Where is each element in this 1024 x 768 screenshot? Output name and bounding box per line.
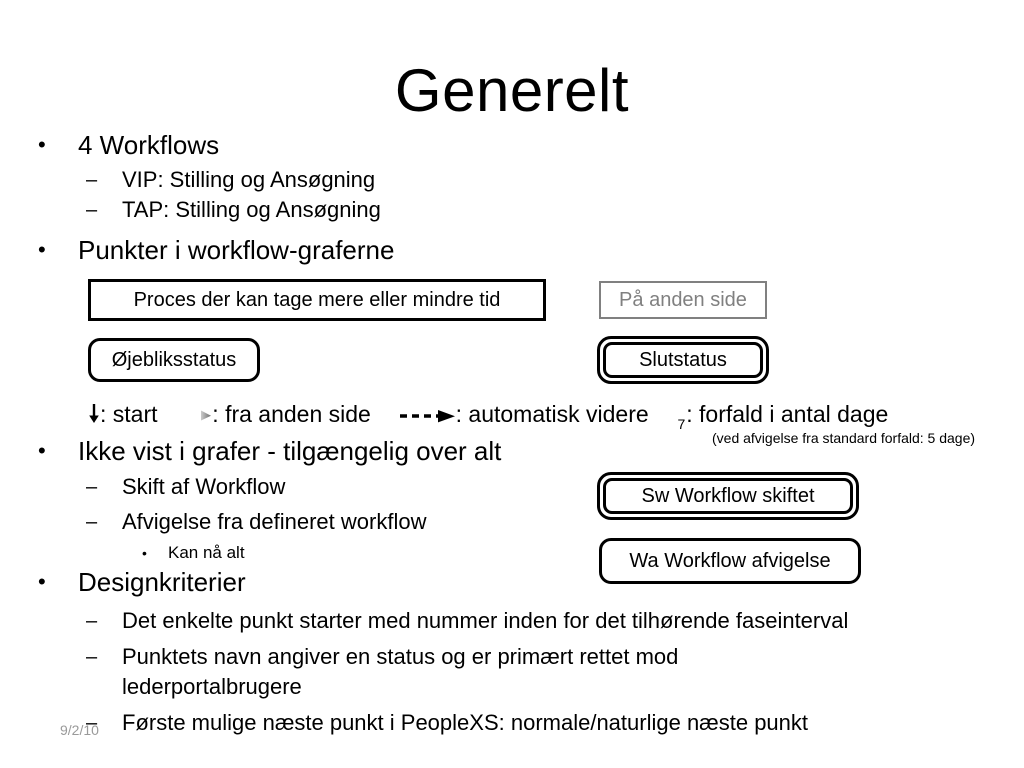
shape-inner-border: Slutstatus — [603, 342, 763, 378]
list-item: – TAP: Stilling og Ansøgning — [0, 195, 381, 225]
bullet-marker: • — [142, 545, 147, 561]
legend-row: : start : fra anden side — [88, 399, 888, 439]
bullet-text: 4 Workflows — [78, 130, 220, 160]
bullet-text: Ikke vist i grafer - tilgængelig over al… — [78, 436, 502, 466]
bullet-marker: – — [86, 511, 98, 533]
shape-label: Slutstatus — [639, 348, 727, 371]
shape-wa-workflow-afvigelse: Wa Workflow afvigelse — [599, 538, 861, 584]
shape-sw-workflow-skiftet: Sw Workflow skiftet — [597, 472, 859, 520]
bullet-marker: – — [86, 610, 98, 632]
legend-subscript-seven: 7 — [677, 416, 686, 432]
bullet-text: TAP: Stilling og Ansøgning — [122, 197, 381, 222]
shape-label: På anden side — [619, 288, 747, 311]
shape-label: Wa Workflow afvigelse — [629, 549, 831, 572]
bullet-text: Punktets navn angiver en status og er pr… — [122, 644, 679, 699]
bullet-marker: • — [38, 569, 46, 594]
bullet-text: Designkriterier — [78, 567, 246, 597]
bullet-group-design-details: – Det enkelte punkt starter med nummer i… — [0, 606, 1024, 738]
page-title: Generelt — [394, 57, 630, 124]
list-item: – Det enkelte punkt starter med nummer i… — [0, 606, 1024, 636]
shape-ojebliksstatus: Øjebliksstatus — [88, 338, 260, 382]
bullet-marker: • — [38, 132, 46, 157]
list-item: – Første mulige næste punkt i PeopleXS: … — [0, 708, 1024, 738]
legend-item-auto-next: : automatisk videre — [399, 399, 649, 429]
bullet-group-kan-naa-alt: • Kan nå alt — [0, 540, 245, 566]
legend-item-due-days: 7: forfald i antal dage — [677, 399, 888, 439]
arrow-down-icon — [88, 401, 100, 423]
bullet-marker: – — [86, 646, 98, 668]
list-item: – Punktets navn angiver en status og er … — [0, 642, 820, 702]
bullet-group-workflow-changes: – Skift af Workflow – Afvigelse fra defi… — [0, 472, 426, 537]
shape-inner-border: Sw Workflow skiftet — [603, 478, 853, 514]
bullet-marker: • — [38, 438, 46, 463]
legend-label-auto-next: : automatisk videre — [455, 401, 649, 427]
list-item: • Designkriterier — [0, 565, 246, 599]
legend-item-from-other-page: : fra anden side — [186, 399, 371, 429]
footer-date: 9/2/10 — [60, 722, 99, 738]
list-item: – VIP: Stilling og Ansøgning — [0, 165, 381, 195]
shape-label: Sw Workflow skiftet — [641, 484, 815, 507]
bullet-text: Afvigelse fra defineret workflow — [122, 509, 427, 534]
bullet-text: VIP: Stilling og Ansøgning — [122, 167, 376, 192]
bullet-marker: – — [86, 712, 98, 734]
shape-label: Øjebliksstatus — [111, 348, 237, 371]
shape-slutstatus: Slutstatus — [597, 336, 769, 384]
arrow-dashed-right-icon — [399, 400, 456, 423]
bullet-text: Skift af Workflow — [122, 474, 286, 499]
bullet-marker: • — [38, 237, 46, 262]
bullet-text: Punkter i workflow-graferne — [78, 235, 395, 265]
bullet-group-designkriterier: • Designkriterier — [0, 565, 246, 599]
legend-label-start: : start — [100, 401, 158, 427]
list-item: • Kan nå alt — [0, 540, 245, 566]
list-item: – Skift af Workflow — [0, 472, 426, 502]
arrow-right-gray-icon — [186, 400, 212, 421]
bullet-text: Første mulige næste punkt i PeopleXS: no… — [122, 710, 809, 735]
shape-label: Proces der kan tage mere eller mindre ti… — [133, 288, 501, 311]
legend-note: (ved afvigelse fra standard forfald: 5 d… — [712, 430, 976, 446]
bullet-group-ikke-vist: • Ikke vist i grafer - tilgængelig over … — [0, 434, 501, 468]
legend-item-start: : start — [88, 399, 158, 429]
shape-proces: Proces der kan tage mere eller mindre ti… — [88, 279, 546, 321]
bullet-marker: – — [86, 476, 98, 498]
legend-label-due-days: : forfald i antal dage — [686, 401, 889, 427]
list-item: • Punkter i workflow-graferne — [0, 233, 394, 267]
list-item: – Afvigelse fra defineret workflow — [0, 507, 426, 537]
bullet-text: Det enkelte punkt starter med nummer ind… — [122, 608, 849, 633]
bullet-group-workflow-types: – VIP: Stilling og Ansøgning – TAP: Stil… — [0, 165, 381, 225]
list-item: • 4 Workflows — [0, 128, 219, 162]
shape-paa-anden-side: På anden side — [599, 281, 767, 319]
bullet-marker: – — [86, 169, 98, 191]
bullet-group-punkter: • Punkter i workflow-graferne — [0, 233, 394, 267]
bullet-marker: – — [86, 199, 98, 221]
bullet-group-workflows: • 4 Workflows — [0, 128, 219, 162]
list-item: • Ikke vist i grafer - tilgængelig over … — [0, 434, 501, 468]
bullet-text: Kan nå alt — [168, 543, 245, 562]
legend-label-from-other-page: : fra anden side — [212, 401, 371, 427]
